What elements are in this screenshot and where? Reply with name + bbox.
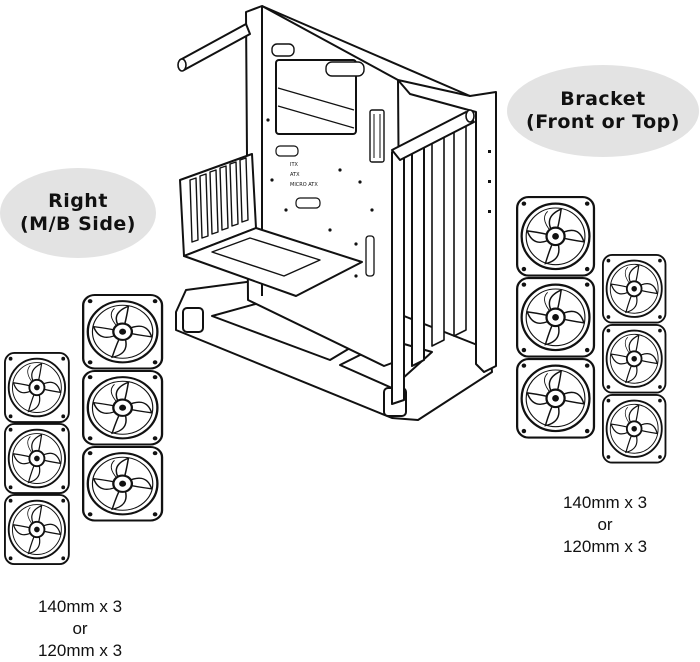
label-bracket-front-top: Bracket (Front or Top) [507, 65, 699, 157]
case-label-itx: ITX [290, 162, 299, 168]
label-right-mb-side: Right (M/B Side) [0, 168, 156, 258]
label-right-line2: (M/B Side) [20, 213, 136, 235]
label-bracket-line1: Bracket [560, 88, 646, 110]
spec-bracket: 140mm x 3 or 120mm x 3 [530, 492, 680, 558]
spec-right: 140mm x 3 or 120mm x 3 [5, 596, 155, 662]
fan-stack-right-large [82, 293, 164, 522]
label-bracket-line2: (Front or Top) [526, 111, 680, 133]
spec-right-line2: or [72, 619, 88, 638]
fan-stack-bracket-small [601, 254, 667, 464]
label-right-line1: Right [48, 190, 108, 212]
fan-stack-bracket-large [516, 195, 596, 439]
pc-case-illustration: ITX ATX MICRO ATX [175, 5, 497, 421]
spec-right-line3: 120mm x 3 [37, 641, 123, 660]
spec-right-line1: 140mm x 3 [37, 597, 123, 616]
case-label-micro-atx: MICRO ATX [290, 182, 318, 188]
fan-stack-right-small [3, 351, 70, 566]
spec-bracket-line1: 140mm x 3 [562, 493, 648, 512]
spec-bracket-line3: 120mm x 3 [562, 537, 648, 556]
case-label-atx: ATX [290, 172, 300, 178]
spec-bracket-line2: or [597, 515, 613, 534]
